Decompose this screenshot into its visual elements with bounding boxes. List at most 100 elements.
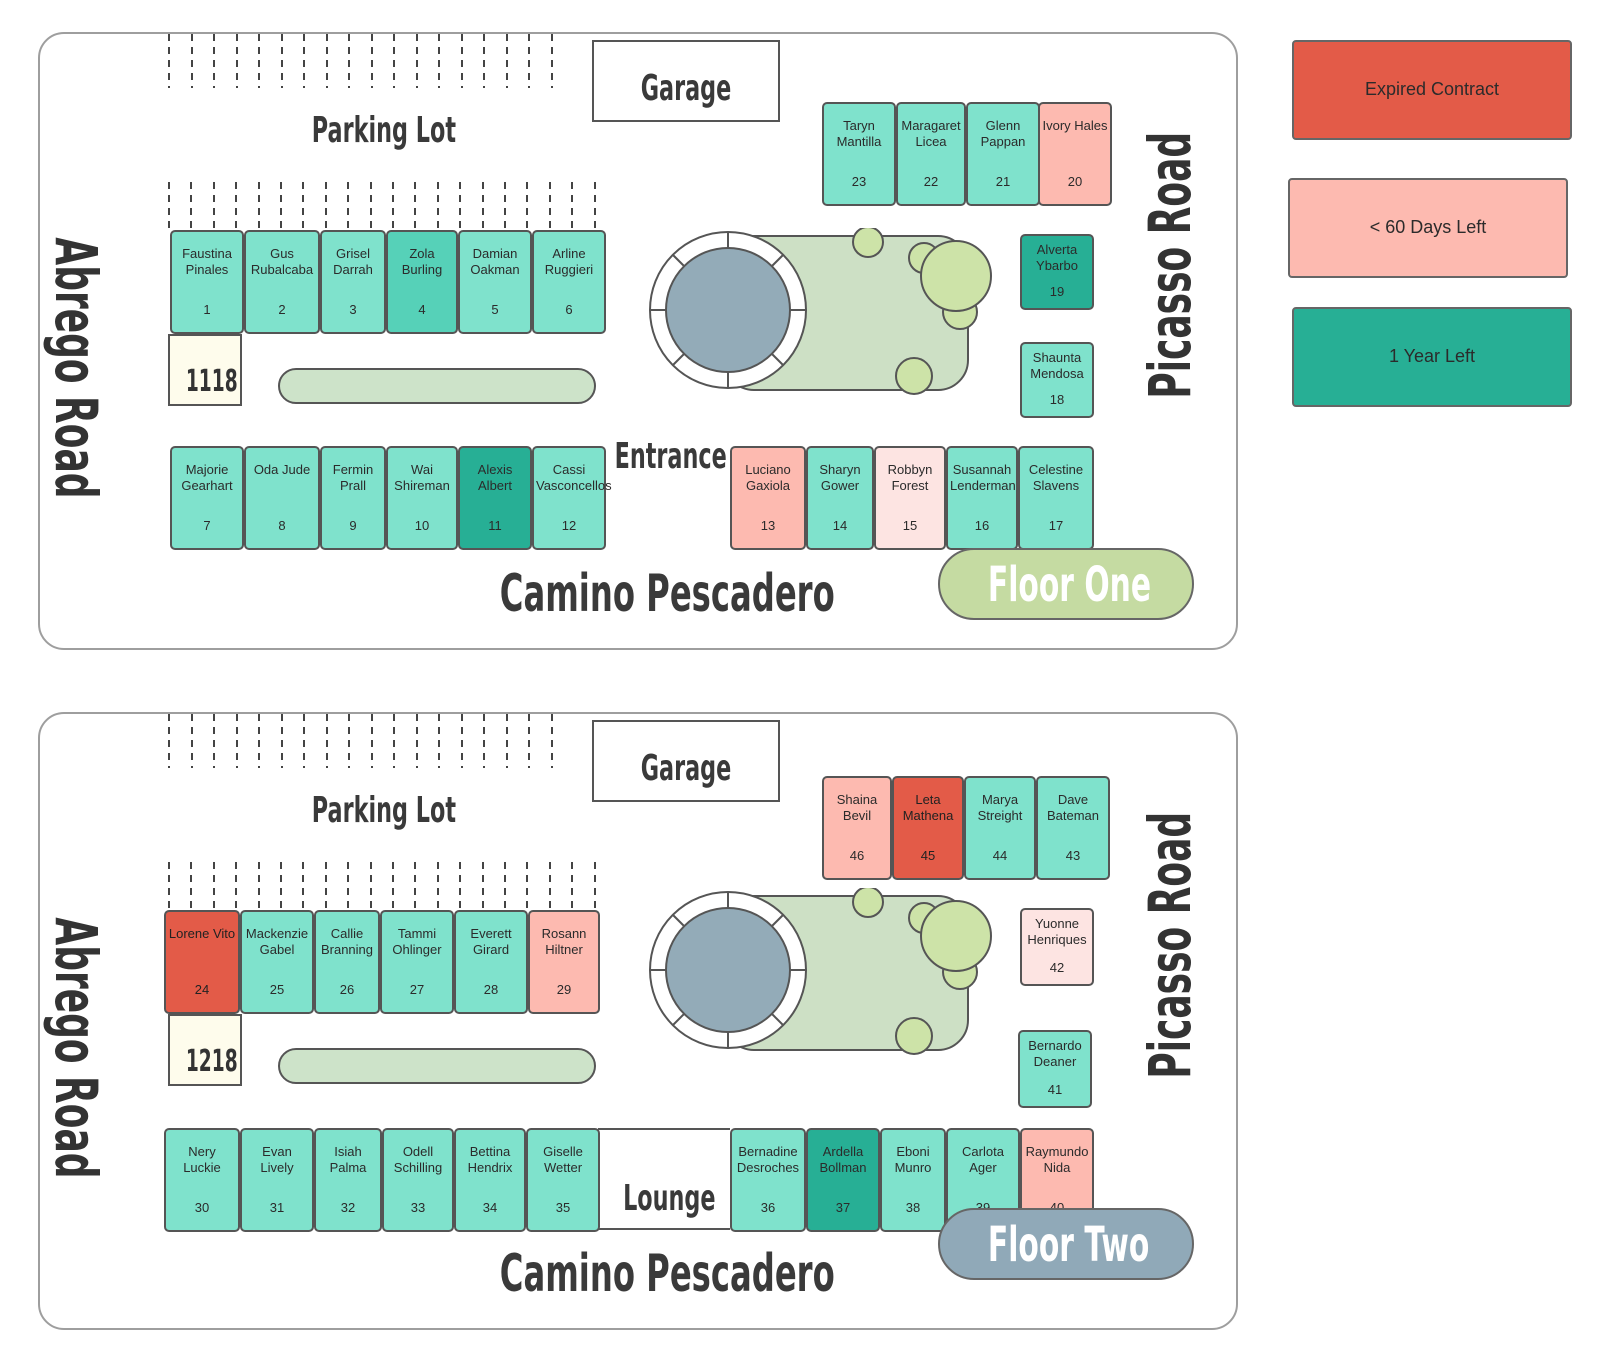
parking-stripe bbox=[280, 34, 283, 88]
unit-number: 8 bbox=[278, 517, 286, 533]
unit-tenant-name: Odell Schilling bbox=[393, 1144, 443, 1176]
unit-27[interactable]: Tammi Ohlinger 27 bbox=[380, 910, 454, 1014]
unit-tenant-name: Isiah Palma bbox=[329, 1144, 367, 1176]
parking-stripe bbox=[324, 862, 327, 908]
pool bbox=[665, 247, 791, 373]
unit-number: 33 bbox=[410, 1199, 426, 1215]
parking-stripe bbox=[436, 862, 439, 908]
parking-stripe bbox=[369, 862, 372, 908]
unit-tenant-name: Robbyn Forest bbox=[887, 462, 933, 494]
unit-number: 2 bbox=[278, 301, 286, 317]
parking-stripe bbox=[504, 182, 506, 228]
parking-stripe bbox=[302, 862, 305, 908]
parking-stripe bbox=[550, 714, 553, 768]
unit-number: 26 bbox=[339, 981, 355, 997]
unit-number: 14 bbox=[832, 517, 848, 533]
unit-tenant-name: Tammi Ohlinger bbox=[392, 926, 442, 958]
unit-number: 43 bbox=[1065, 847, 1081, 863]
unit-tenant-name: Dave Bateman bbox=[1046, 792, 1100, 824]
tree-icon bbox=[852, 228, 884, 258]
parking-stripe bbox=[459, 862, 462, 908]
unit-43[interactable]: Dave Bateman 43 bbox=[1036, 776, 1110, 880]
parking-stripe bbox=[168, 862, 170, 908]
unit-tenant-name: Alverta Ybarbo bbox=[1036, 242, 1078, 274]
unit-tenant-name: Majorie Gearhart bbox=[181, 462, 233, 494]
unit-tenant-name: Lorene Vito bbox=[168, 926, 236, 941]
unit-number: 42 bbox=[1049, 959, 1065, 975]
unit-number: 10 bbox=[414, 517, 430, 533]
unit-number: 45 bbox=[920, 847, 936, 863]
unit-number: 9 bbox=[349, 517, 357, 533]
parking-stripe bbox=[213, 714, 215, 768]
unit-number: 17 bbox=[1048, 517, 1064, 533]
unit-tenant-name: Arline Ruggieri bbox=[544, 246, 594, 278]
parking-stripe bbox=[392, 182, 394, 228]
pool-deck-divider bbox=[672, 353, 685, 366]
unit-tenant-name: Rosann Hiltner bbox=[541, 926, 587, 958]
unit-33[interactable]: Odell Schilling 33 bbox=[382, 1128, 454, 1232]
parking-stripe bbox=[190, 34, 193, 88]
parking-stripe bbox=[571, 862, 574, 908]
garden-strip bbox=[278, 1048, 596, 1084]
unit-number: 27 bbox=[409, 981, 425, 997]
unit-14[interactable]: Sharyn Gower 14 bbox=[806, 446, 874, 550]
parking-stripe bbox=[392, 862, 394, 908]
unit-tenant-name: Susannah Lenderman bbox=[950, 462, 1016, 494]
parking-stripe bbox=[415, 34, 418, 88]
parking-stripe bbox=[414, 182, 417, 228]
parking-stripe bbox=[369, 182, 372, 228]
unit-tenant-name: Grisel Darrah bbox=[333, 246, 373, 278]
unit-tenant-name: Faustina Pinales bbox=[182, 246, 232, 278]
tree-icon bbox=[895, 357, 933, 395]
parking-stripe bbox=[481, 182, 484, 228]
garage-label: Garage bbox=[640, 68, 732, 109]
parking-stripe bbox=[348, 714, 350, 768]
tree-icon bbox=[920, 240, 992, 312]
parking-stripe bbox=[571, 182, 574, 228]
parking-stripe bbox=[168, 34, 170, 88]
unit-tenant-name: Sharyn Gower bbox=[819, 462, 861, 494]
unit-number: 20 bbox=[1067, 173, 1083, 189]
